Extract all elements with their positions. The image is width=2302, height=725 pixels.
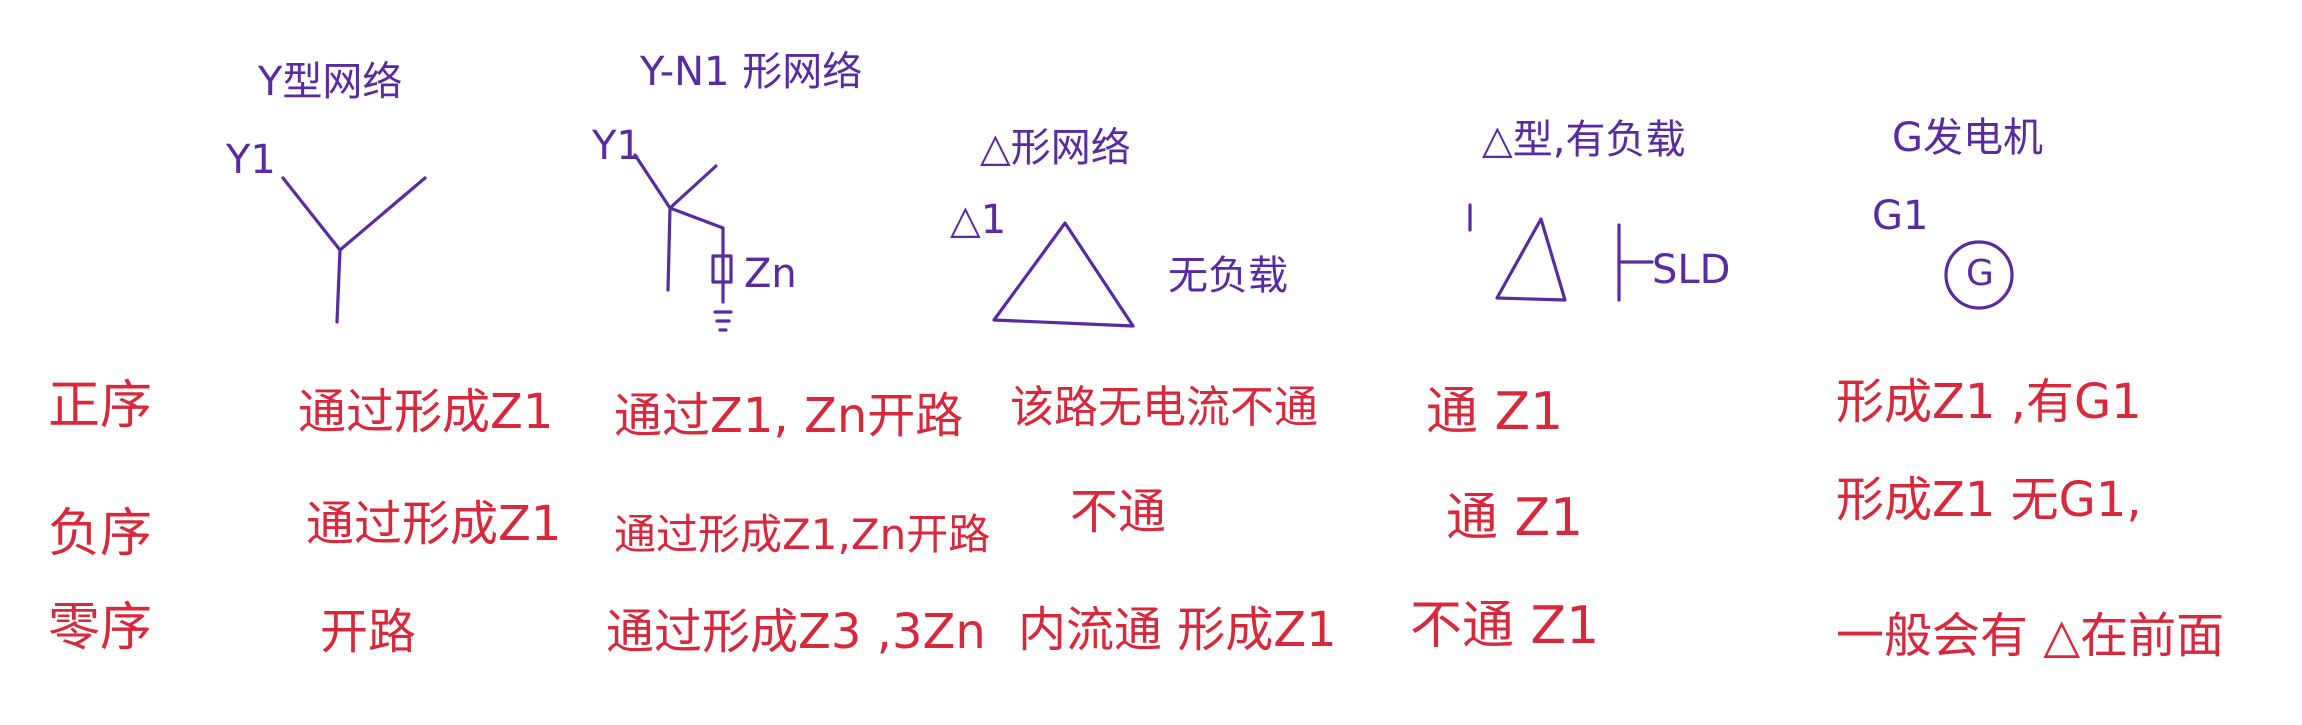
delta-load-title: △型,有负载 xyxy=(1482,117,1686,163)
cell-zero-y: 开路 xyxy=(320,604,417,660)
delta-network-label: △1 xyxy=(950,197,1007,243)
cell-negative-y: 通过形成Z1 xyxy=(306,496,562,552)
generator-title: G发电机 xyxy=(1892,115,2043,161)
cell-zero-generator: 一般会有 △在前面 xyxy=(1836,608,2225,664)
y-network-label: Y1 xyxy=(226,137,276,183)
cell-positive-generator: 形成Z1 ,有G1 xyxy=(1836,374,2142,430)
yn-network-diagram xyxy=(633,153,733,332)
yn-impedance-label: Zn xyxy=(744,251,797,297)
row-label-positive-sequence: 正序 xyxy=(48,376,153,436)
yn-network-title: Y-N1 形网络 xyxy=(640,49,863,95)
cell-negative-generator: 形成Z1 无G1, xyxy=(1836,472,2142,528)
generator-diagram xyxy=(1944,240,2014,310)
cell-negative-delta-load: 通 Z1 xyxy=(1446,488,1584,548)
delta-load-diagram xyxy=(1468,203,1654,302)
delta-network-title: △形网络 xyxy=(980,125,1131,171)
ground-icon xyxy=(713,310,733,332)
cell-positive-delta-load: 通 Z1 xyxy=(1426,382,1564,442)
cell-positive-delta: 该路无电流不通 xyxy=(1010,382,1318,433)
delta-load-label: SLD xyxy=(1652,247,1731,293)
yn-network-label: Y1 xyxy=(592,123,642,169)
cell-positive-y: 通过形成Z1 xyxy=(298,384,554,440)
y-network-diagram xyxy=(281,176,427,324)
load-arrow-icon xyxy=(1617,223,1654,302)
cell-zero-delta-load: 不通 Z1 xyxy=(1410,596,1600,656)
cell-zero-delta: 内流通 形成Z1 xyxy=(1018,602,1337,658)
row-label-zero-sequence: 零序 xyxy=(48,598,153,658)
impedance-zn-box xyxy=(711,254,733,284)
cell-negative-yn: 通过形成Z1,Zn开路 xyxy=(614,510,991,559)
generator-label: G1 xyxy=(1872,193,1929,239)
cell-negative-delta: 不通 xyxy=(1070,484,1167,540)
delta-no-load-note: 无负载 xyxy=(1168,253,1288,299)
cell-zero-yn: 通过形成Z3 ,3Zn xyxy=(606,604,986,660)
delta-network-diagram xyxy=(992,221,1135,328)
generator-symbol: G xyxy=(1966,253,1994,294)
y-network-title: Y型网络 xyxy=(258,59,403,105)
generator-icon xyxy=(1944,240,2014,310)
row-label-negative-sequence: 负序 xyxy=(48,504,153,564)
cell-positive-yn: 通过Z1, Zn开路 xyxy=(614,388,964,444)
